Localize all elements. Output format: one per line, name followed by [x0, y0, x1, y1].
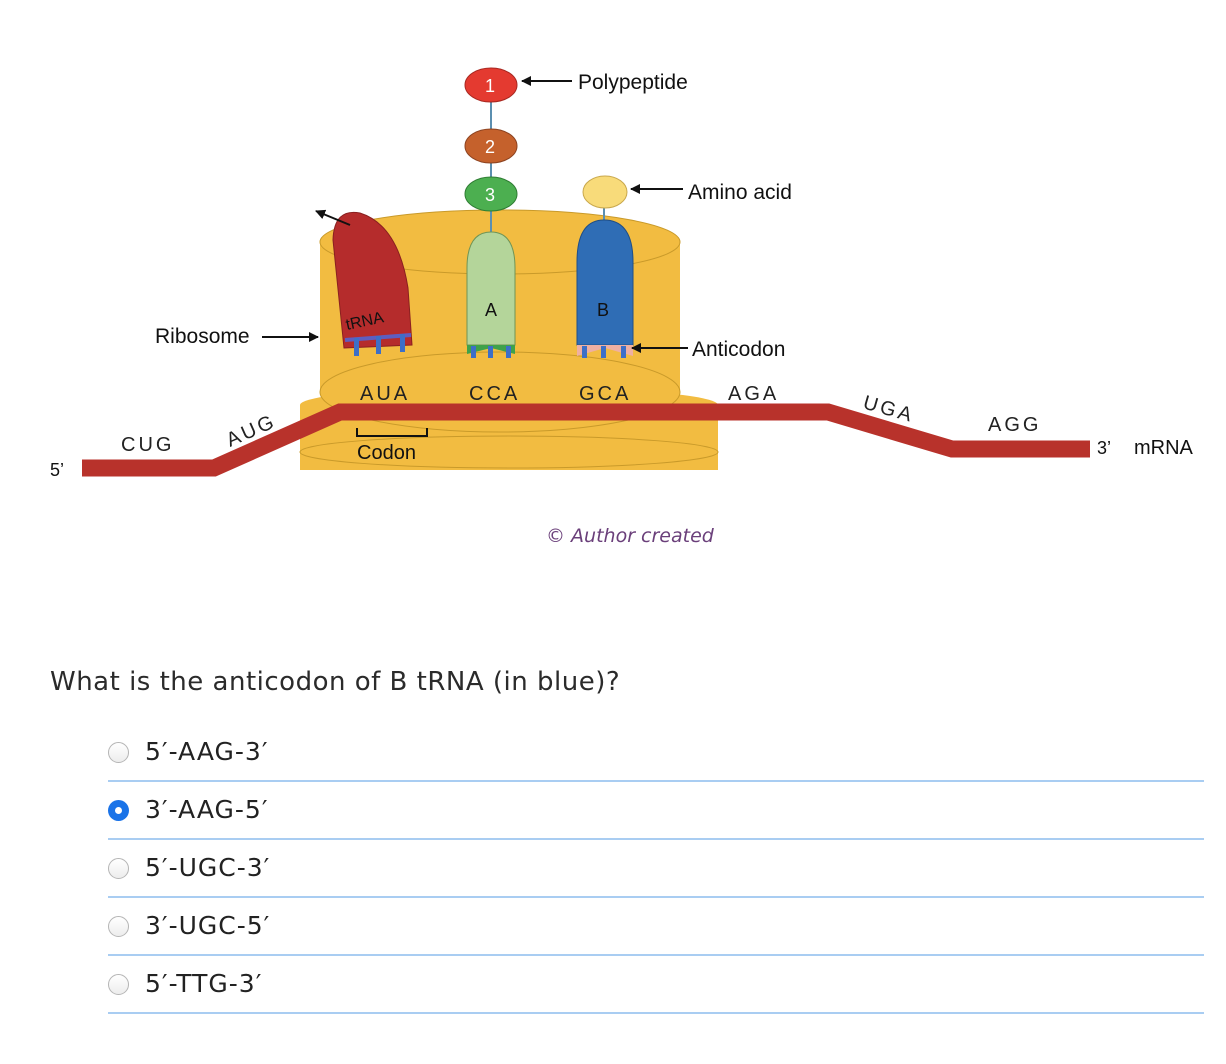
codon-cca: CCA — [469, 383, 520, 405]
option-3[interactable]: 5′-UGC-3′ — [108, 840, 1204, 898]
amino-acid — [582, 175, 628, 209]
bead-1-label: 1 — [485, 76, 495, 96]
answer-options: 5′-AAG-3′ 3′-AAG-5′ 5′-UGC-3′ 3′-UGC-5′ … — [108, 724, 1204, 1014]
bead-3 — [464, 176, 518, 212]
radio-button[interactable] — [108, 974, 129, 995]
exiting-trna: tRNA — [315, 209, 413, 356]
radio-button[interactable] — [108, 858, 129, 879]
option-1[interactable]: 5′-AAG-3′ — [108, 724, 1204, 782]
trna-b: B — [576, 207, 634, 358]
radio-button[interactable] — [108, 742, 129, 763]
polypeptide-label: Polypeptide — [578, 71, 688, 94]
codon-cug: CUG — [121, 434, 174, 456]
codon-gca: GCA — [579, 383, 631, 405]
bead-3-label: 3 — [485, 185, 495, 205]
trna-a: A — [466, 210, 516, 358]
option-label: 5′-TTG-3′ — [145, 969, 263, 998]
bead-2-label: 2 — [485, 137, 495, 157]
option-label: 3′-UGC-5′ — [145, 911, 271, 940]
option-label: 3′-AAG-5′ — [145, 795, 269, 824]
bead-2 — [464, 128, 518, 164]
anticodon-label: Anticodon — [692, 338, 785, 361]
amino-acid-label: Amino acid — [688, 181, 792, 204]
mrna-label: mRNA — [1134, 437, 1194, 459]
five-prime-label: 5’ — [50, 460, 64, 480]
option-4[interactable]: 3′-UGC-5′ — [108, 898, 1204, 956]
codon-agg: AGG — [988, 414, 1041, 436]
codon-aua: AUA — [360, 383, 410, 405]
radio-button[interactable] — [108, 916, 129, 937]
exit-arrow-icon — [315, 209, 351, 226]
option-5[interactable]: 5′-TTG-3′ — [108, 956, 1204, 1014]
radio-button-selected[interactable] — [108, 800, 129, 821]
option-label: 5′-UGC-3′ — [145, 853, 271, 882]
mrna-strand — [82, 403, 1090, 477]
trna-b-label: B — [597, 300, 609, 320]
option-2[interactable]: 3′-AAG-5′ — [108, 782, 1204, 840]
three-prime-label: 3’ — [1097, 438, 1111, 458]
codon-label: Codon — [357, 442, 416, 464]
codon-aga: AGA — [728, 383, 779, 405]
codon-bracket — [356, 428, 428, 437]
ribosome-label: Ribosome — [155, 325, 250, 348]
polypeptide-chain: 1 2 3 — [464, 67, 518, 212]
question-text: What is the anticodon of B tRNA (in blue… — [50, 667, 621, 697]
trna-a-label: A — [485, 300, 497, 320]
author-credit: © Author created — [546, 525, 714, 547]
option-label: 5′-AAG-3′ — [145, 737, 269, 766]
bead-1 — [464, 67, 518, 103]
translation-diagram: tRNA A B 1 2 3 Polypeptide Amin — [50, 67, 1194, 480]
